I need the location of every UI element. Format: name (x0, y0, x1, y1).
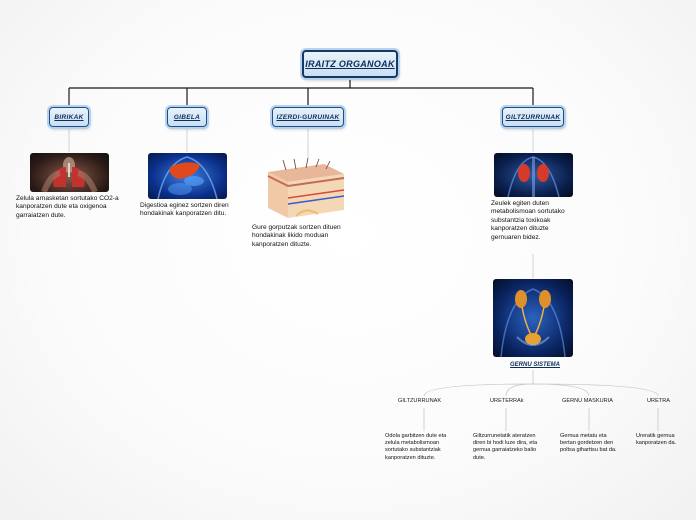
urinary-system-image (493, 279, 573, 357)
topic-kidneys[interactable]: GILTZURRUNAK (502, 107, 564, 127)
sweat-glands-description: Gure gorputzak sortzen dituen hondakinak… (252, 224, 341, 248)
part-kidneys-label[interactable]: GILTZURRUNAK (398, 398, 442, 404)
part-bladder-description: Gernua metatu eta bertan gordetzen den p… (560, 433, 617, 454)
topic-liver[interactable]: GIBELA (167, 107, 207, 127)
part-ureters-description: Giltzurrunetatik ateratzen diren bi hodi… (473, 433, 538, 461)
lungs-description: Zelula arnasketan sortutako CO2-a kanpor… (16, 195, 119, 219)
kidney-image (494, 153, 573, 197)
kidneys-description: Zeulek egiten duten metabolismoan sortut… (491, 200, 565, 241)
urinary-system-title[interactable]: GERNU SISTEMA (510, 362, 561, 368)
topic-lungs[interactable]: BIRIKAK (49, 107, 89, 127)
skin-image (266, 158, 346, 220)
part-ureters-label[interactable]: URETERRAk (490, 398, 524, 404)
part-bladder-label[interactable]: GERNU MASKURIA (562, 398, 613, 404)
lungs-image (30, 153, 109, 192)
part-urethra-description: Ureratik gernua kanporatzen da. (636, 433, 677, 447)
liver-image (148, 153, 227, 199)
liver-description: Digestioa eginez sortzen diren hondakina… (140, 202, 229, 218)
part-urethra-label[interactable]: URETRA (647, 398, 670, 404)
topic-sweat-glands[interactable]: IZERDI-GURUINAK (272, 107, 344, 127)
part-kidneys-description: Odola garbitzen dute eta zelula metaboli… (385, 433, 447, 461)
root-topic[interactable]: IRAITZ ORGANOAK (302, 50, 398, 78)
